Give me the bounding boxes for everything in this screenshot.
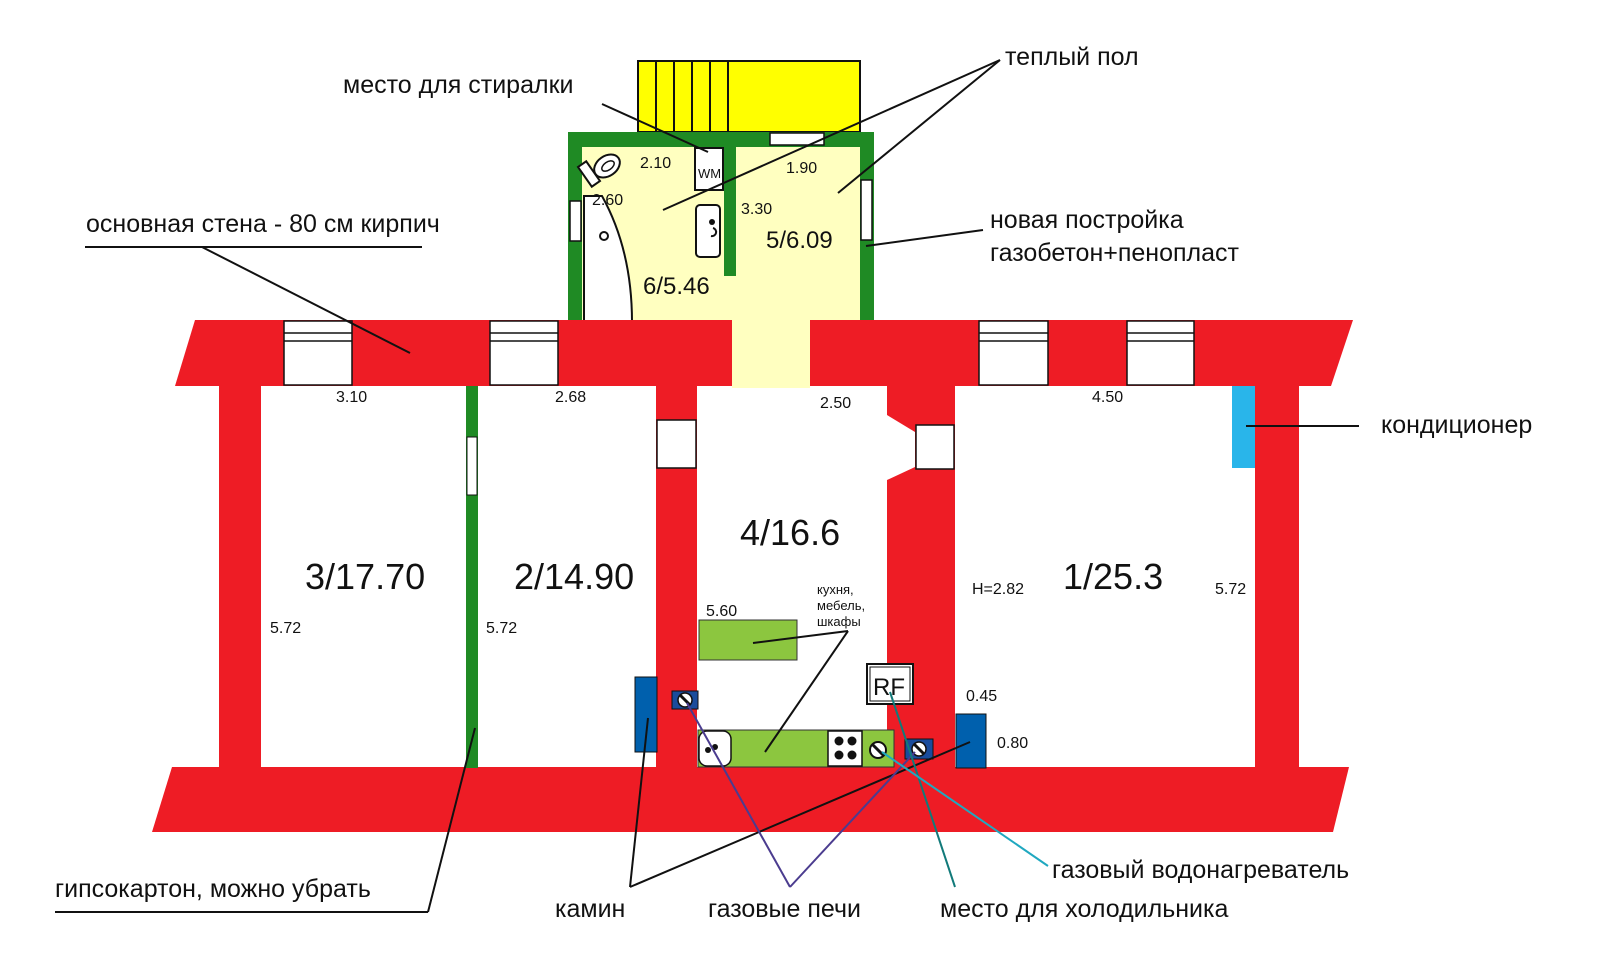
- callout-washer: место для стиралки: [343, 71, 573, 99]
- dim-r1-height: H=2.82: [972, 581, 1024, 598]
- air-conditioner: [1232, 386, 1255, 468]
- dim-r2-width: 2.68: [555, 389, 586, 406]
- washing-machine: [694, 147, 724, 191]
- room5-floor: [736, 147, 860, 324]
- fridge-label: RF: [873, 674, 905, 701]
- dim-r6-depth: 2.60: [592, 192, 623, 209]
- sink: [695, 204, 721, 258]
- callout-gas-stoves: газовые печи: [708, 895, 861, 923]
- dim-r4-width: 2.50: [820, 395, 851, 412]
- dim-r3-depth: 5.72: [270, 620, 301, 637]
- callout-fireplace: камин: [555, 895, 625, 923]
- callout-drywall: гипсокартон, можно убрать: [55, 875, 371, 903]
- leader-lines: [55, 59, 1359, 913]
- toilet: [576, 153, 621, 189]
- callout-main-wall: основная стена - 80 см кирпич: [86, 210, 440, 238]
- callout-fridge-place: место для холодильника: [940, 895, 1228, 923]
- dim-r4-depth: 5.60: [706, 603, 737, 620]
- dim-r6-width: 2.10: [640, 155, 671, 172]
- stairs: [637, 60, 861, 133]
- dim-r5-depth: 3.30: [741, 201, 772, 218]
- dim-r5-width: 1.90: [786, 160, 817, 177]
- corridor-floor: [732, 320, 810, 388]
- kitchen-note-2: мебель,: [817, 598, 865, 613]
- fireplace-right: [955, 713, 987, 769]
- callout-new-build-2: газобетон+пенопласт: [990, 239, 1240, 267]
- stove-icon: [827, 730, 863, 767]
- dim-fireplace-d: 0.80: [997, 735, 1028, 752]
- gas-stove-icon: [671, 690, 934, 760]
- room1-label: 1/25.3: [1063, 556, 1163, 597]
- dim-fireplace-w: 0.45: [966, 688, 997, 705]
- kitchen-note-1: кухня,: [817, 582, 854, 597]
- kitchen-note-3: шкафы: [817, 614, 861, 629]
- fireplace-left: [634, 676, 658, 753]
- room3-label: 3/17.70: [305, 556, 425, 597]
- callout-warm-floor: теплый пол: [1005, 43, 1139, 71]
- washer-label: WM: [698, 166, 721, 181]
- kitchen: RF кухня, мебель, шкафы: [697, 582, 914, 768]
- windows: [283, 320, 1195, 470]
- room6-label: 6/5.46: [643, 273, 710, 300]
- fridge-icon: [866, 663, 914, 705]
- room4-label: 4/16.6: [740, 512, 840, 553]
- room2-label: 2/14.90: [514, 556, 634, 597]
- callout-gas-heater: газовый водонагреватель: [1052, 856, 1349, 884]
- dim-r1-depth: 5.72: [1215, 581, 1246, 598]
- extension: WM: [568, 60, 874, 324]
- dim-r3-width: 3.10: [336, 389, 367, 406]
- room5-label: 5/6.09: [766, 227, 833, 254]
- callout-new-build-1: новая постройка: [990, 206, 1184, 234]
- dim-r2-depth: 5.72: [486, 620, 517, 637]
- callout-air-conditioner: кондиционер: [1381, 411, 1532, 439]
- dim-r1-width: 4.50: [1092, 389, 1123, 406]
